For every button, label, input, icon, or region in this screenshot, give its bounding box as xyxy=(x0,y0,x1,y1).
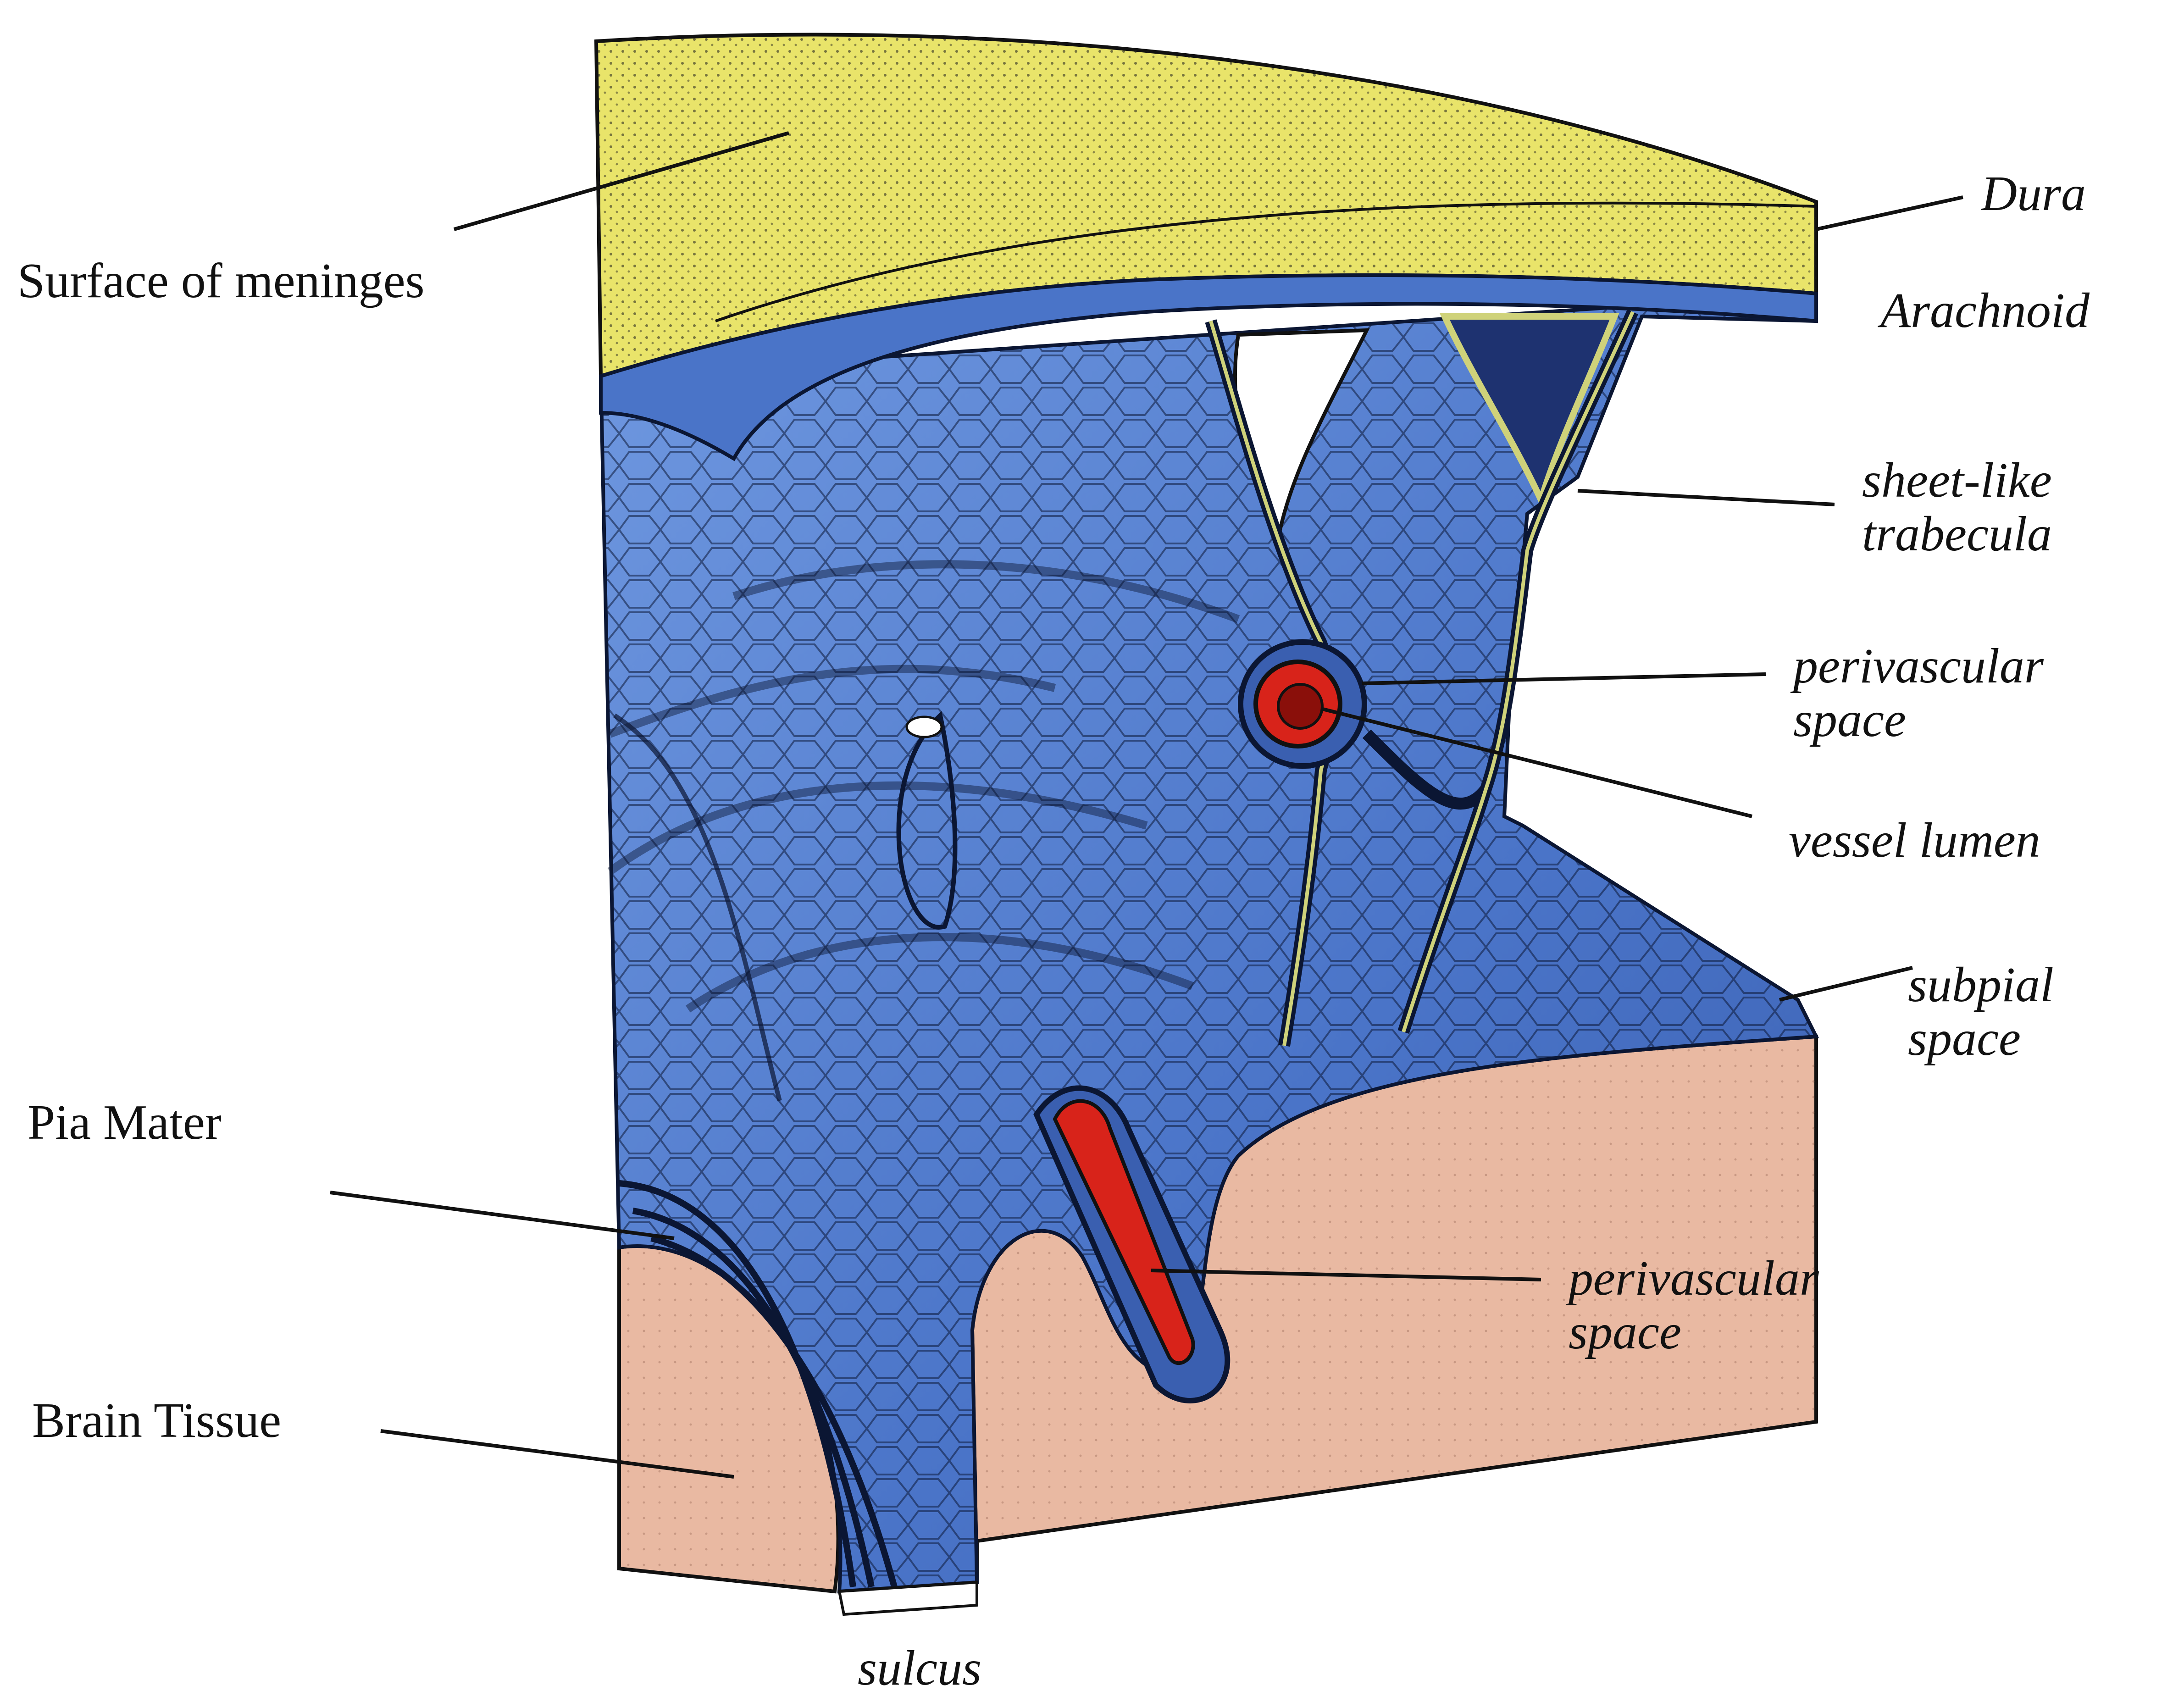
label-sheet-like: sheet-like xyxy=(1862,454,2052,508)
small-hole xyxy=(907,717,942,737)
leader-sheet-like-trabecula xyxy=(1578,491,1835,505)
vessel-lumen-upper xyxy=(1278,684,1322,728)
label-sheet-like-trabecula: sheet-like trabecula xyxy=(1862,454,2052,561)
label-dura: Dura xyxy=(1981,167,2086,221)
label-subpial-space: subpial space xyxy=(1908,959,2054,1065)
leader-dura xyxy=(1816,197,1963,229)
label-trabecula: trabecula xyxy=(1862,508,2052,561)
label-subpial-line2: space xyxy=(1908,1012,2054,1066)
label-surface-of-meninges: Surface of meninges xyxy=(17,255,425,308)
label-perivascular-lower-line2: space xyxy=(1569,1306,1819,1359)
label-perivascular-upper-line1: perivascular xyxy=(1793,640,2044,693)
label-brain-tissue: Brain Tissue xyxy=(32,1394,281,1448)
label-pia-mater: Pia Mater xyxy=(28,1096,222,1150)
label-perivascular-space-lower: perivascular space xyxy=(1569,1252,1819,1359)
label-perivascular-lower-line1: perivascular xyxy=(1569,1252,1819,1306)
label-sulcus: sulcus xyxy=(858,1642,981,1696)
label-arachnoid: Arachnoid xyxy=(1880,284,2090,338)
label-perivascular-space-upper: perivascular space xyxy=(1793,640,2044,747)
label-subpial-line1: subpial xyxy=(1908,959,2054,1012)
label-perivascular-upper-line2: space xyxy=(1793,693,2044,747)
label-vessel-lumen: vessel lumen xyxy=(1789,814,2040,868)
leader-subpial-space xyxy=(1779,968,1912,1000)
